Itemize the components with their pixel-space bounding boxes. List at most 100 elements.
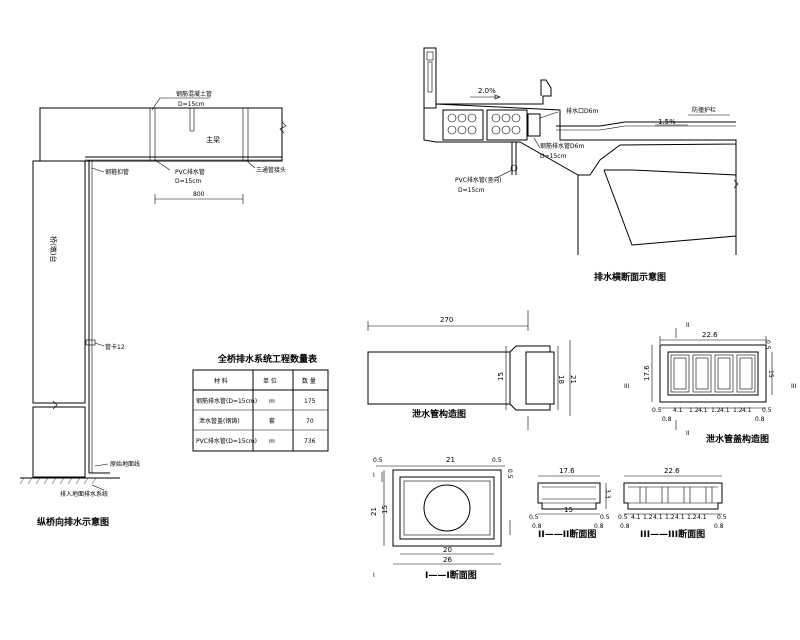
label-pvc: PVC排水管 [175, 168, 205, 176]
table-header-unit: 单 位 [263, 377, 277, 385]
dim-iii: 4.1 [697, 514, 707, 521]
pipe-body [367, 351, 511, 405]
dim-800: 800 [193, 191, 205, 198]
main-girder [39, 107, 283, 162]
cover-dim: 1.2 [689, 407, 699, 414]
cs-pipe [556, 121, 736, 127]
left-parapet [423, 47, 437, 109]
slope-right: 1.5% [658, 118, 676, 126]
mark-ii-top: II [686, 322, 690, 329]
dim-ii-l: 0.5 [529, 514, 539, 521]
label-pier: 桥(墩)台 [49, 236, 58, 262]
cover-frame [659, 344, 767, 403]
section-i-hole [423, 484, 471, 532]
pier [32, 160, 86, 404]
label-steel-d: 钢筋排水管D6m [540, 142, 584, 150]
table-title: 全桥排水系统工程数量表 [217, 353, 318, 365]
dim-iii: 4.1 [631, 514, 641, 521]
dim-ii-br: 0.8 [594, 523, 604, 530]
dim-iii-top: 22.6 [664, 467, 680, 475]
dim-21: 21 [569, 375, 577, 384]
pipe-bundle [447, 113, 521, 135]
cover-dim: 0.5 [762, 407, 772, 414]
section-i-diagram: 0.5 21 0.5 I 21 15 0.5 20 26 I I——I断面图 [370, 456, 513, 581]
dim-i-top: 21 [446, 456, 455, 464]
table-cell: 70 [306, 418, 314, 425]
dim-i-left-in: 15 [381, 505, 389, 514]
cover-dim: 4.1 [673, 407, 683, 414]
label-steel-pipe: 钢筋混凝土管 [176, 90, 212, 98]
section-ii-diagram: 17.6 3.3 0.5 15 0.5 0.8 0.8 II——II断面图 [529, 467, 611, 540]
cover-dim: 1.2 [733, 407, 743, 414]
mark-iii-right: III [791, 383, 797, 390]
section-ii-shape [537, 482, 601, 510]
label-cs-d15: D=15cm [540, 153, 567, 160]
dim-18: 18 [557, 375, 565, 384]
dim-iii: 4.1 [653, 514, 663, 521]
dim-i-left: 21 [370, 507, 378, 516]
dim-iii: 1.2 [687, 514, 697, 521]
dim-ii-bl: 0.8 [532, 523, 542, 530]
pipe-flange [509, 345, 551, 411]
dim-cover-top: 22.6 [702, 331, 718, 339]
table-cell: PVC排水管(D=15cm) [196, 437, 257, 445]
label-ground: 原始地面线 [110, 460, 140, 468]
dim-iii-br: 0.8 [714, 523, 724, 530]
cover-dim: 0.8 [755, 416, 765, 423]
title-cover: 泄水管盖构造图 [706, 433, 769, 445]
cover-dim: 0.8 [662, 416, 672, 423]
table-cell: 736 [304, 438, 316, 445]
title-cross-section: 排水横断面示意图 [594, 271, 666, 283]
dim-ii-side: 3.3 [604, 489, 611, 499]
dim-i-bottom: 20 [443, 546, 452, 554]
dim-cover-right-mid: 15 [767, 370, 774, 378]
dim-ii-r: 0.5 [600, 514, 610, 521]
label-steel-hoop: 钢箍扣管 [105, 168, 129, 176]
label-barrier: 防撞护栏 [692, 106, 716, 114]
dim-270: 270 [440, 316, 453, 324]
mark-ii-bottom: II [686, 430, 690, 437]
label-main-beam: 主梁 [206, 135, 220, 144]
cover-dim: 1.2 [711, 407, 721, 414]
cross-section-diagram: 2.0% 排水口D6m 钢筋排水管D6m D=15cm PVC排水管(竖向) D… [423, 47, 739, 283]
table-cell: m [269, 438, 275, 445]
cover-dim: 0.5 [652, 407, 662, 414]
section-iii-diagram: 22.6 0.5 4.1 1.2 4.1 1.2 4.1 1.2 4.1 0.5… [618, 467, 727, 540]
drain-pipe-diagram: 270 15 18 21 泄水管构造图 [367, 310, 577, 430]
table-cell: 套 [269, 417, 275, 425]
mark-i-top: I [373, 472, 375, 479]
section-iii-shape [623, 482, 723, 510]
table-cell: 钢筋排水管(D=15cm) [196, 397, 257, 405]
dim-i-bottom2: 26 [443, 556, 452, 564]
section-i-frame [392, 469, 502, 547]
table-cell: m [269, 398, 275, 405]
quantity-table: 全桥排水系统工程数量表 材 料 单 位 数 量 钢筋排水管(D=15cm) m … [192, 353, 329, 452]
dim-15: 15 [497, 372, 505, 381]
label-cs-pvc: PVC排水管(竖向) [455, 176, 502, 184]
dim-iii: 0.5 [618, 514, 628, 521]
drain-box [527, 113, 541, 137]
dim-i-top-l: 0.5 [373, 457, 383, 464]
dim-i-right: 0.5 [506, 469, 513, 479]
dim-iii: 1.2 [665, 514, 675, 521]
mark-i-bottom: I [373, 572, 375, 579]
dim-cover-right-top: 0.5 [764, 340, 771, 350]
mark-iii-left: III [624, 383, 630, 390]
label-3way: 三通管接头 [256, 166, 286, 174]
table-cell: 175 [304, 398, 316, 405]
title-longitudinal: 纵桥向排水示意图 [37, 516, 109, 528]
label-d15-top: D=15cm [178, 101, 205, 108]
cs-pier-inner [603, 169, 737, 246]
pier-lower [32, 406, 86, 478]
dim-i-top-r: 0.5 [492, 457, 502, 464]
dim-cover-left: 17.6 [643, 365, 651, 381]
label-cs-pvc-d: D=15cm [458, 187, 485, 194]
dim-iii: 1.2 [643, 514, 653, 521]
title-section-ii: II——II断面图 [538, 528, 596, 540]
deck-top [436, 79, 552, 105]
title-drain-pipe: 泄水管构造图 [412, 408, 466, 420]
slope-left: 2.0% [478, 87, 496, 95]
table-cell: 泄水管盖(钢铸) [199, 417, 240, 425]
dim-ii-mid: 15 [564, 506, 573, 514]
